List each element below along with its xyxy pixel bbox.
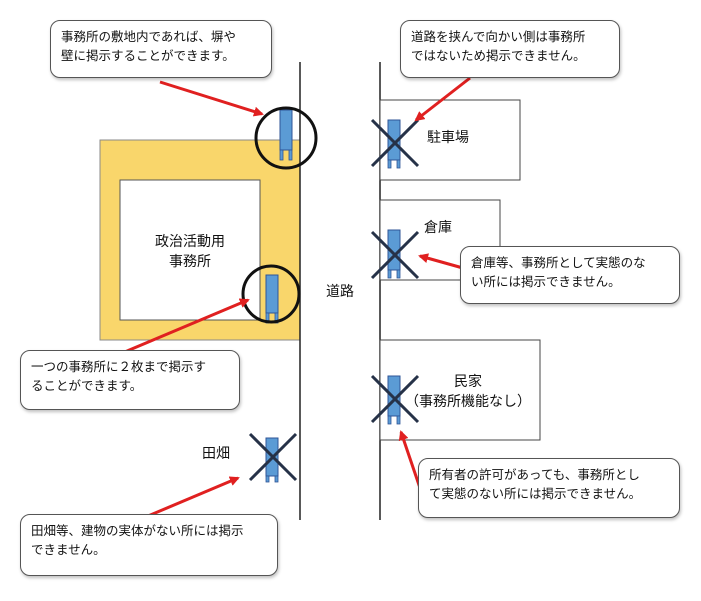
callout-opposite-not-allowed: 道路を挟んで向かい側は事務所 ではないため掲示できません。 [400, 20, 620, 78]
highlight-circle-wall [254, 106, 318, 170]
cross-mark-field [248, 432, 298, 482]
arrow-opposite [414, 76, 471, 122]
callout-house-not-allowed: 所有者の許可があっても、事務所とし て実態のない所には掲示できません。 [418, 458, 680, 518]
callout-two-signs-per-office: 一つの事務所に２枚まで掲示す ることができます。 [20, 350, 240, 410]
callout-field-not-allowed: 田畑等、建物の実体がない所には掲示 できません。 [20, 514, 278, 576]
office-building [119, 179, 261, 321]
arrow-grounds [119, 298, 250, 356]
house-building [379, 339, 541, 441]
signboard-wall [279, 109, 293, 161]
cross-mark-warehouse [370, 230, 420, 280]
callout-wall-allowed: 事務所の敷地内であれば、塀や 壁に掲示することができます。 [50, 20, 272, 78]
arrow-field [147, 476, 240, 518]
cross-mark-house [370, 374, 420, 424]
field-label: 田畑 [202, 446, 230, 462]
cross-mark-parking [370, 118, 420, 168]
highlight-circle-grounds [241, 264, 301, 324]
parking-label: 駐車場 [427, 130, 469, 146]
road-label: 道路 [326, 284, 354, 300]
house-label: 民家 （事務所機能なし） [405, 374, 531, 410]
office-label: 政治活動用 事務所 [155, 234, 225, 270]
arrow-house [398, 430, 422, 489]
signboard-grounds [265, 274, 279, 324]
warehouse-label: 倉庫 [424, 220, 452, 236]
parking-building [379, 99, 521, 181]
callout-warehouse-not-allowed: 倉庫等、事務所として実態のな い所には掲示できません。 [460, 246, 680, 304]
arrow-wall [159, 80, 264, 117]
